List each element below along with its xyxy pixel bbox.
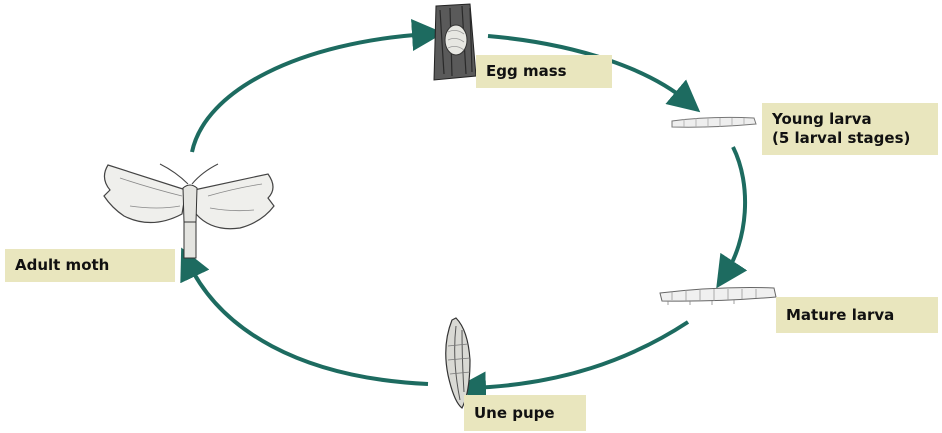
arrow-young-to-mature	[716, 146, 748, 289]
young-larva-illustration	[671, 116, 757, 128]
young-larva-label-line1: Young larva	[772, 110, 872, 128]
young-larva-label-line2: (5 larval stages)	[772, 129, 911, 147]
arrow-adult-to-egg	[190, 19, 444, 153]
pupa-illustration	[445, 317, 471, 409]
pupa-label-text: Une pupe	[474, 403, 555, 422]
egg-mass-illustration	[433, 3, 477, 81]
mature-larva-illustration	[659, 287, 777, 305]
adult-moth-label-text: Adult moth	[15, 256, 110, 274]
arrow-pupa-to-adult	[180, 247, 429, 386]
arrow-mature-to-pupa	[454, 320, 690, 404]
pupa-label: Une pupe	[464, 395, 586, 431]
mature-larva-label-text: Mature larva	[786, 305, 895, 324]
egg-mass-label-text: Egg mass	[486, 62, 567, 80]
mature-larva-label: Mature larva	[776, 297, 938, 333]
egg-mass-label: Egg mass	[476, 55, 612, 88]
adult-moth-label: Adult moth	[5, 249, 175, 282]
adult-moth-illustration	[103, 163, 275, 259]
young-larva-label: Young larva (5 larval stages)	[762, 103, 938, 155]
